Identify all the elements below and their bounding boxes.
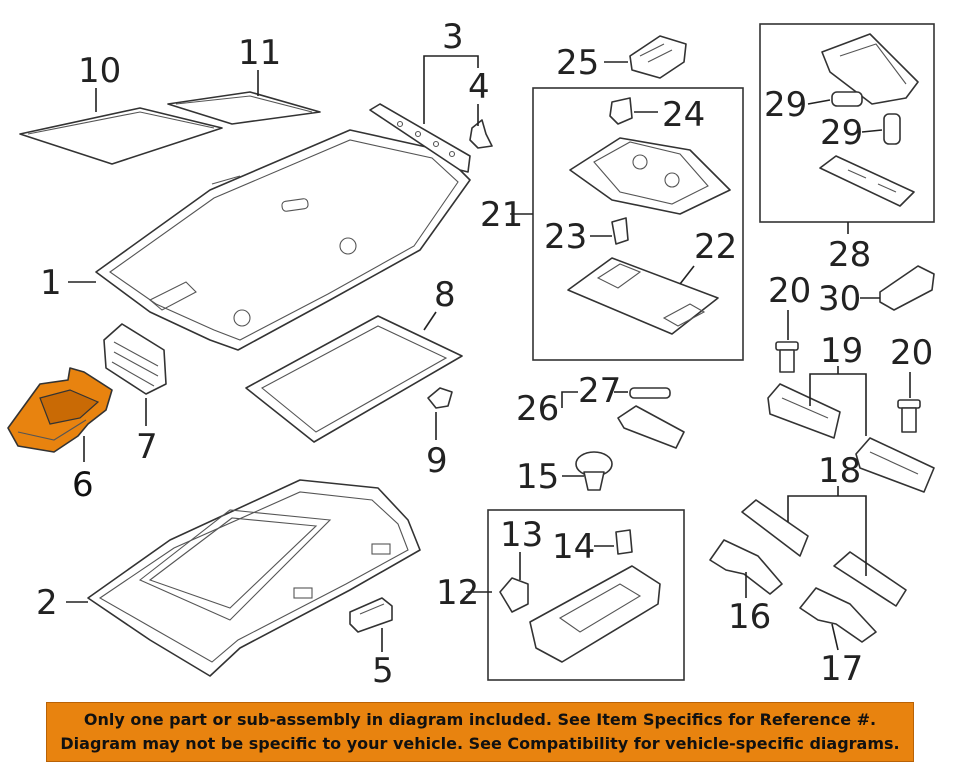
part-26-lamp <box>617 405 685 449</box>
callout-27: 27 <box>578 371 621 411</box>
callout-3: 3 <box>442 17 464 57</box>
callout-20b: 20 <box>890 333 933 373</box>
part-19-bracket-a <box>767 383 841 439</box>
group-28-frame <box>759 23 935 223</box>
part-10-pad <box>19 107 223 165</box>
disclaimer-line-2: Diagram may not be specific to your vehi… <box>60 734 900 753</box>
part-23-bulb <box>611 217 629 245</box>
callout-8: 8 <box>434 275 456 315</box>
callout-12: 12 <box>436 573 479 613</box>
callout-21: 21 <box>480 195 523 235</box>
part-29-bulb-a <box>831 91 863 107</box>
part-16-grab-handle <box>709 539 783 595</box>
callout-30: 30 <box>818 279 861 319</box>
part-24-clip <box>609 97 633 125</box>
part-17-grab-handle <box>799 587 877 643</box>
part-7-panel <box>103 323 167 395</box>
part-22-lens <box>567 257 719 335</box>
part-14-clip <box>615 529 633 555</box>
part-18-handle-a <box>741 499 809 557</box>
part-27-bulb <box>629 387 671 399</box>
part-8-frame <box>245 315 463 443</box>
callout-6: 6 <box>72 465 94 505</box>
part-28-lamp <box>821 33 919 105</box>
callout-17: 17 <box>820 649 863 689</box>
leader-lines <box>66 55 911 652</box>
callout-24: 24 <box>662 95 705 135</box>
part-21-console <box>569 137 731 215</box>
part-15-button <box>575 451 613 491</box>
callout-22: 22 <box>694 227 737 267</box>
callout-29a: 29 <box>764 85 807 125</box>
part-30-lamp <box>879 265 935 311</box>
part-3-rail <box>369 103 471 173</box>
disclaimer-banner: Only one part or sub-assembly in diagram… <box>46 702 914 762</box>
group-12-frame <box>487 509 685 681</box>
group-21-frame <box>532 87 744 361</box>
callout-13: 13 <box>500 515 543 555</box>
part-20-screw-a <box>775 341 799 373</box>
part-5-switch <box>349 597 393 633</box>
callout-16: 16 <box>728 597 771 637</box>
part-1-headliner <box>95 129 471 351</box>
callout-5: 5 <box>372 651 394 691</box>
callout-10: 10 <box>78 51 121 91</box>
disclaimer-line-1: Only one part or sub-assembly in diagram… <box>83 710 877 729</box>
part-2-headliner <box>87 479 421 677</box>
part-18-handle-b <box>833 551 907 607</box>
part-28-lens <box>819 155 915 207</box>
part-29-bulb-b <box>883 113 901 145</box>
callout-29b: 29 <box>820 113 863 153</box>
callout-28: 28 <box>828 235 871 275</box>
callout-23: 23 <box>544 217 587 257</box>
callout-7: 7 <box>136 427 158 467</box>
callout-14: 14 <box>552 527 595 567</box>
callout-25: 25 <box>556 43 599 83</box>
callout-19: 19 <box>820 331 863 371</box>
part-12-visor <box>529 565 661 663</box>
callout-1: 1 <box>40 263 62 303</box>
callout-20a: 20 <box>768 271 811 311</box>
callout-18: 18 <box>818 451 861 491</box>
part-6-tray-highlighted <box>7 367 113 453</box>
part-4-clip <box>469 119 493 149</box>
part-13-clip <box>499 577 529 613</box>
callout-9: 9 <box>426 441 448 481</box>
part-19-bracket-b <box>855 437 935 493</box>
callout-15: 15 <box>516 457 559 497</box>
part-11-pad <box>167 91 321 125</box>
part-20-screw-b <box>897 399 921 433</box>
part-9-clip <box>427 387 453 409</box>
callout-4: 4 <box>468 67 490 107</box>
part-25-connector <box>629 35 687 79</box>
callout-11: 11 <box>238 33 281 73</box>
callout-2: 2 <box>36 583 58 623</box>
callout-26: 26 <box>516 389 559 429</box>
